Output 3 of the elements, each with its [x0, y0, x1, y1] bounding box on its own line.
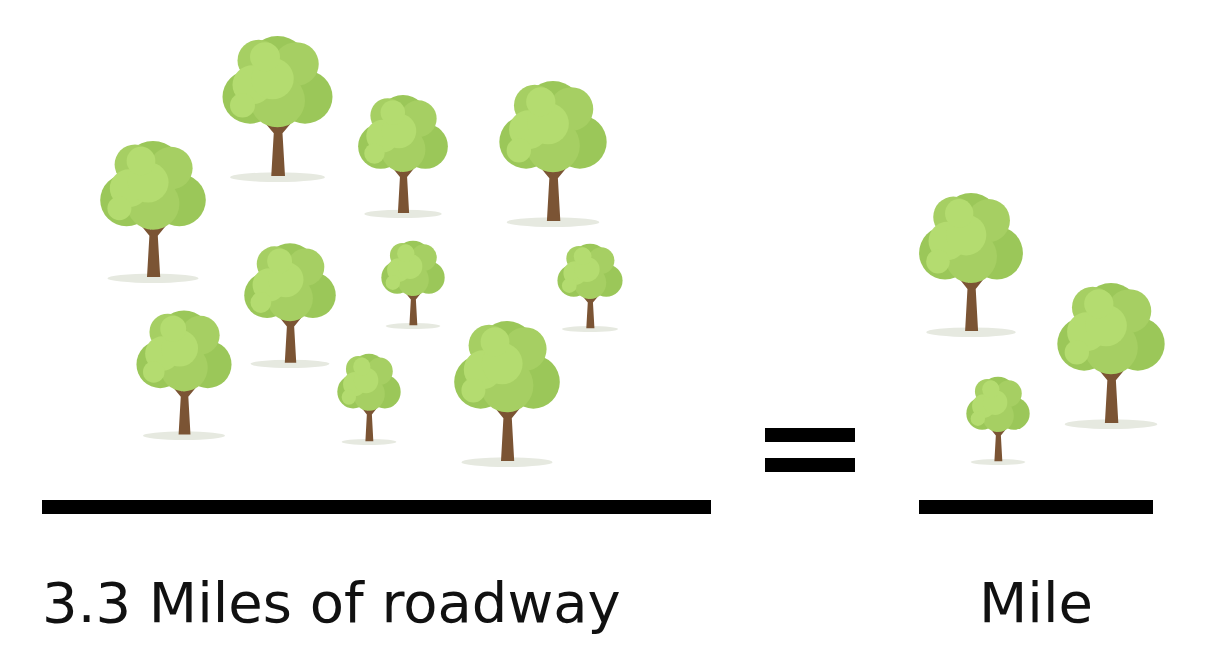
caption-text: Mile	[979, 575, 1093, 631]
thick-bar	[919, 500, 1153, 514]
thick-bar	[42, 500, 711, 514]
